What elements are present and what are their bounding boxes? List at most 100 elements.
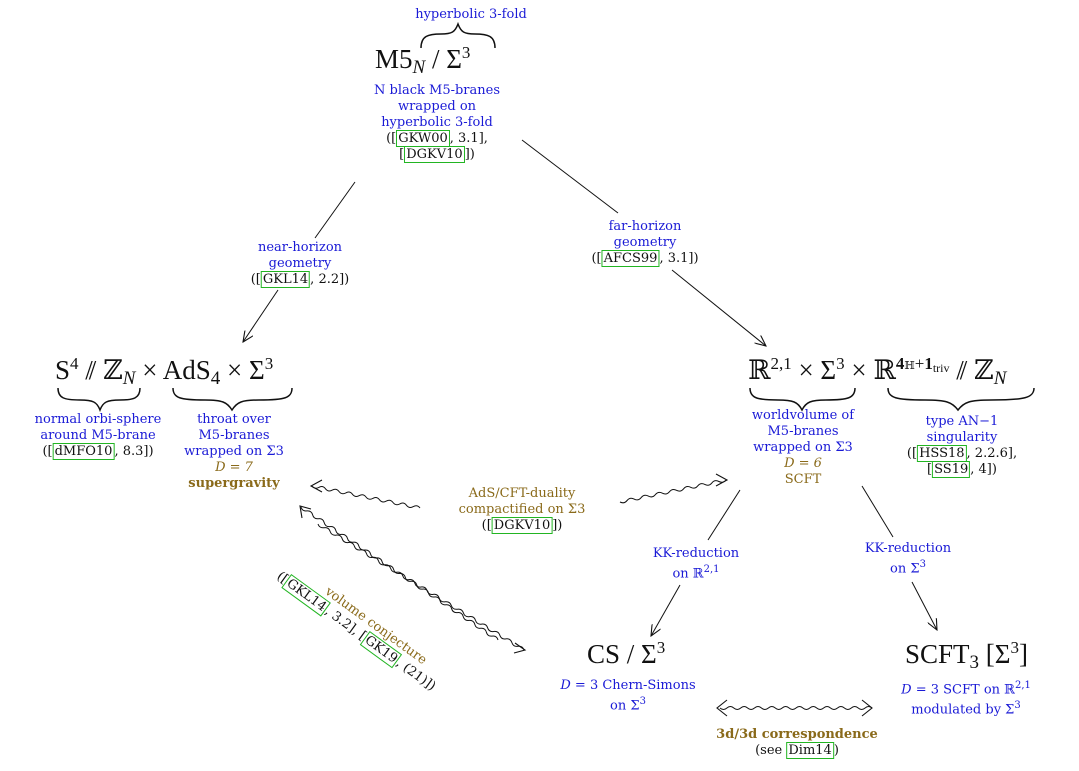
- sing-line1: type AN−1: [925, 414, 999, 429]
- ref-dgkv10-adscft[interactable]: DGKV10: [491, 517, 553, 534]
- ref-ss19[interactable]: SS19: [932, 461, 971, 478]
- ref-gkw00[interactable]: GKW00: [396, 130, 450, 147]
- far-horizon-line1: far-horizon: [608, 219, 682, 234]
- orbisphere-underbrace: [57, 387, 141, 413]
- correspondence-arrowhead-right: [861, 699, 873, 717]
- throat-description: throat over M5-branes wrapped on Σ3 D = …: [184, 412, 284, 492]
- see-prefix: (see: [755, 743, 783, 758]
- kk-right-line2: on Σ3: [890, 559, 926, 577]
- kk-left-line1: KK-reduction: [652, 546, 740, 561]
- left-dimension: D = 7: [215, 460, 253, 475]
- adscft-wavy-arrow-left: [311, 485, 421, 509]
- far-horizon-arrow: [671, 269, 766, 346]
- top-desc-line3: hyperbolic 3-fold: [381, 115, 493, 130]
- top-ref-line2: [DGKV10]): [399, 146, 475, 163]
- near-horizon-line1: near-horizon: [257, 240, 343, 255]
- kk-right-arrow-upper: [861, 485, 894, 538]
- correspondence-ref: (see Dim14): [716, 742, 878, 759]
- top-desc-line2: wrapped on: [397, 99, 477, 114]
- ref-dim14[interactable]: Dim14: [786, 742, 834, 759]
- orbi-ref-tail: 8.3]): [122, 444, 154, 459]
- cs-line2: on Σ3: [610, 696, 646, 714]
- volume-arrowhead-upper: [299, 505, 312, 519]
- kk-right-arrow: [911, 581, 937, 630]
- near-horizon-ref-tail: 2.2]): [318, 272, 350, 287]
- wv-line3: wrapped on Σ3: [753, 440, 853, 455]
- near-horizon-arrow: [243, 289, 279, 342]
- sing-ref-line1: ([HSS18, 2.2.6],: [906, 445, 1018, 462]
- worldvolume-underbrace: [749, 387, 856, 412]
- kk-left-line2: on ℝ2,1: [672, 564, 720, 582]
- kk-right-label: KK-reduction on Σ3: [865, 541, 951, 577]
- throat-line1: throat over: [197, 412, 271, 427]
- adscft-line1: AdS/CFT-duality: [468, 486, 576, 501]
- throat-line2: M5-branes: [198, 428, 270, 443]
- sing-ref2-tail: 4]): [978, 462, 997, 477]
- left-theory: supergravity: [188, 476, 280, 491]
- worldvolume-description: worldvolume of M5-branes wrapped on Σ3 D…: [752, 408, 854, 488]
- near-horizon-label: near-horizon geometry ([GKL14, 2.2]): [250, 240, 350, 288]
- throat-line3: wrapped on Σ3: [184, 444, 284, 459]
- top-formula: M5N / Σ3: [375, 43, 471, 78]
- left-formula: S4 // ℤN × AdS4 × Σ3: [55, 354, 274, 389]
- wv-line2: M5-branes: [767, 424, 839, 439]
- top-description: N black M5-branes wrapped on hyperbolic …: [374, 83, 500, 163]
- sing-line2: singularity: [926, 430, 998, 445]
- scft3-line1: D = 3 SCFT on ℝ2,1: [901, 680, 1031, 698]
- orbi-line1: normal orbi-sphere: [34, 412, 162, 427]
- right-theory: SCFT: [784, 472, 822, 487]
- far-horizon-line2: geometry: [613, 235, 677, 250]
- correspondence-text: 3d/3d correspondence: [716, 727, 878, 742]
- adscft-left-arrowhead: [309, 479, 323, 493]
- kk-right-line1: KK-reduction: [864, 541, 952, 556]
- hyperbolic-3-fold-label: hyperbolic 3-fold: [415, 7, 527, 22]
- kk-left-arrow: [651, 584, 681, 636]
- see-suffix: ): [833, 743, 839, 758]
- ref-gkl14-near[interactable]: GKL14: [260, 271, 311, 288]
- top-overbrace: [420, 21, 496, 49]
- kk-left-label: KK-reduction on ℝ2,1: [653, 546, 739, 582]
- adscft-label: AdS/CFT-duality compactified on Σ3 ([DGK…: [458, 486, 586, 534]
- kk-left-arrow-upper: [707, 489, 741, 541]
- wv-line1: worldvolume of: [751, 408, 855, 423]
- ref-dmfo10[interactable]: dMFO10: [52, 443, 115, 460]
- orbisphere-description: normal orbi-sphere around M5-brane ([dMF…: [34, 412, 162, 460]
- far-horizon-ref: ([AFCS99, 3.1]): [591, 250, 699, 267]
- orbi-line2: around M5-brane: [40, 428, 156, 443]
- top-ref-line1: ([GKW00, 3.1],: [386, 130, 488, 147]
- top-ref1-tail: 3.1],: [458, 131, 488, 146]
- near-horizon-ref: ([GKL14, 2.2]): [250, 271, 350, 288]
- adscft-line2: compactified on Σ3: [458, 502, 586, 517]
- correspondence-arrowhead-left: [716, 699, 728, 717]
- orbi-ref: ([dMFO10, 8.3]): [42, 443, 154, 460]
- throat-underbrace: [172, 387, 293, 412]
- sing-ref1-tail: 2.2.6],: [974, 446, 1018, 461]
- volume-wavy-arrow-lower: [317, 523, 525, 651]
- far-horizon-ref-tail: 3.1]): [667, 251, 699, 266]
- adscft-right-arrowhead: [715, 473, 729, 487]
- cs-description: D = 3 Chern-Simons on Σ3: [560, 678, 695, 714]
- ref-afcs99[interactable]: AFCS99: [601, 250, 660, 267]
- sing-ref-line2: [SS19, 4]): [927, 461, 997, 478]
- correspondence-label: 3d/3d correspondence (see Dim14): [716, 727, 878, 759]
- scft3-description: D = 3 SCFT on ℝ2,1 modulated by Σ3: [901, 678, 1031, 719]
- singularity-description: type AN−1 singularity ([HSS18, 2.2.6], […: [907, 414, 1017, 478]
- right-dimension: D = 6: [784, 456, 822, 471]
- near-horizon-line2: geometry: [268, 256, 332, 271]
- ref-hss18[interactable]: HSS18: [917, 445, 967, 462]
- near-horizon-arrow-upper: [314, 181, 356, 239]
- cs-line1: D = 3 Chern-Simons: [560, 678, 696, 693]
- correspondence-wavy-arrow: [719, 706, 873, 710]
- scft3-line2: modulated by Σ3: [911, 700, 1021, 718]
- far-horizon-label: far-horizon geometry ([AFCS99, 3.1]): [591, 219, 699, 267]
- scft3-formula: SCFT3 [Σ3]: [905, 638, 1029, 673]
- adscft-wavy-arrow-right: [619, 479, 727, 504]
- volume-arrowhead-lower: [513, 642, 527, 654]
- volume-wavy-arrow-upper: [300, 506, 499, 641]
- ref-dgkv10-top[interactable]: DGKV10: [404, 146, 465, 163]
- singularity-underbrace: [887, 387, 1035, 412]
- cs-formula: CS / Σ3: [587, 638, 666, 669]
- top-desc-line1: N black M5-branes: [373, 83, 501, 98]
- right-formula: ℝ2,1 × Σ3 × ℝ4ℍ+1triv // ℤN: [748, 354, 1007, 389]
